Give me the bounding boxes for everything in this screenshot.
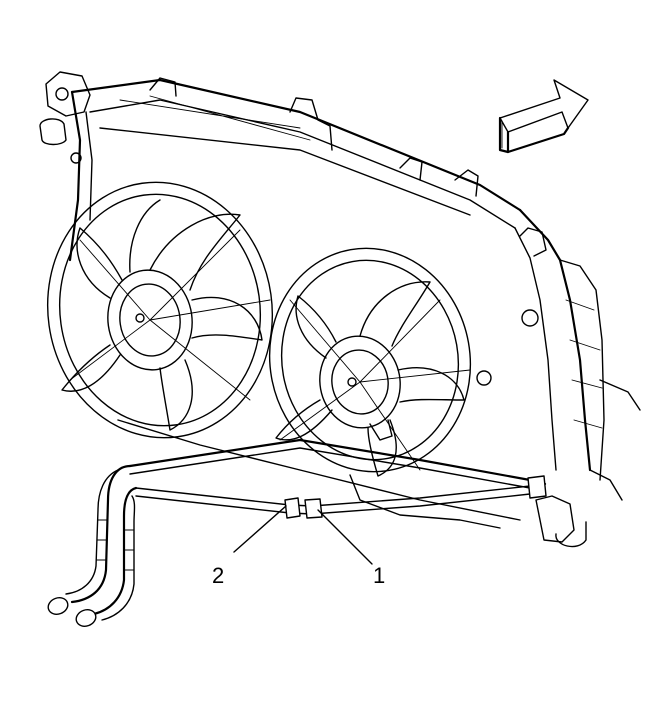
callout-leaders — [233, 505, 373, 565]
callout-label-1: 1 — [373, 563, 385, 588]
transmission-cooler-lines — [47, 438, 547, 627]
leader-line-2 — [233, 505, 287, 553]
fan-shroud-frame — [39, 71, 641, 548]
left-cooling-fan — [46, 181, 274, 439]
forward-arrow-icon — [498, 79, 589, 154]
callout-label-2: 2 — [212, 563, 224, 588]
right-cooling-fan — [268, 247, 472, 477]
leader-line-1 — [317, 509, 373, 565]
